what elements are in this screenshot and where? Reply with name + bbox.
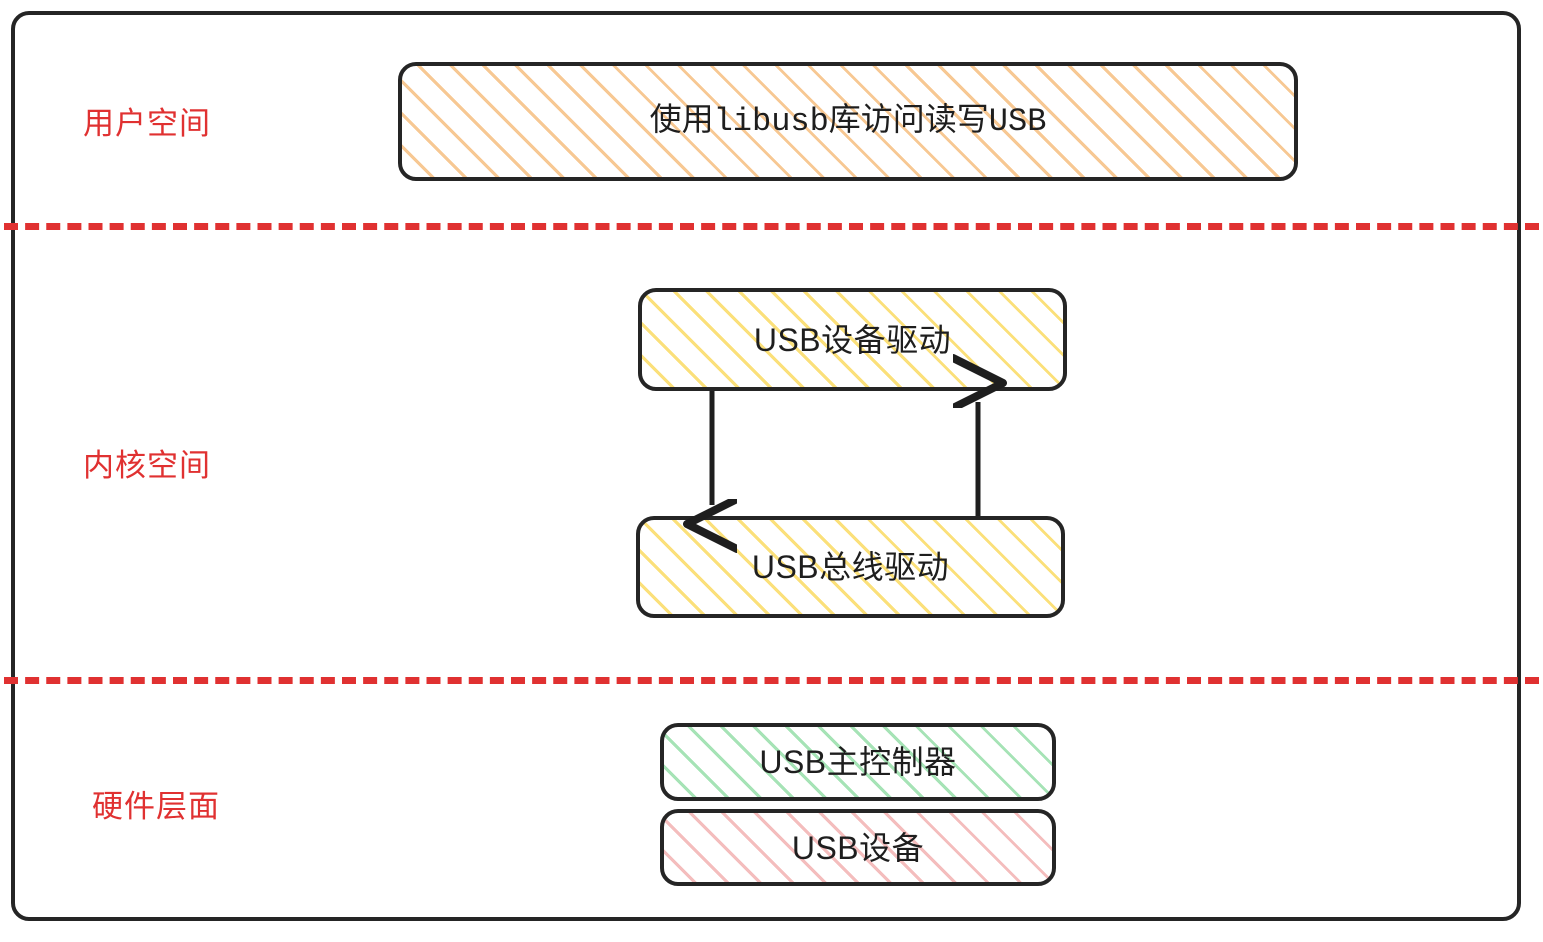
node-libusb[interactable]: 使用libusb库访问读写USB (398, 62, 1298, 181)
node-usb-host-controller[interactable]: USB主控制器 (660, 723, 1056, 801)
node-usb-device-driver[interactable]: USB设备驱动 (638, 288, 1067, 391)
node-usb-device-driver-label: USB设备驱动 (753, 321, 952, 358)
node-libusb-label: 使用libusb库访问读写USB (649, 102, 1047, 140)
divider-kernel-hardware (4, 677, 1539, 684)
divider-user-kernel (4, 223, 1539, 230)
node-usb-bus-driver[interactable]: USB总线驱动 (636, 516, 1065, 618)
node-usb-device[interactable]: USB设备 (660, 809, 1056, 886)
diagram-outer-frame (11, 11, 1521, 921)
zone-label-user-space: 用户空间 (83, 106, 211, 141)
node-usb-device-label: USB设备 (791, 829, 925, 866)
node-usb-bus-driver-label: USB总线驱动 (751, 549, 950, 585)
zone-label-hardware: 硬件层面 (92, 789, 220, 824)
zone-label-kernel-space: 内核空间 (83, 448, 211, 483)
node-usb-host-controller-label: USB主控制器 (759, 744, 957, 780)
